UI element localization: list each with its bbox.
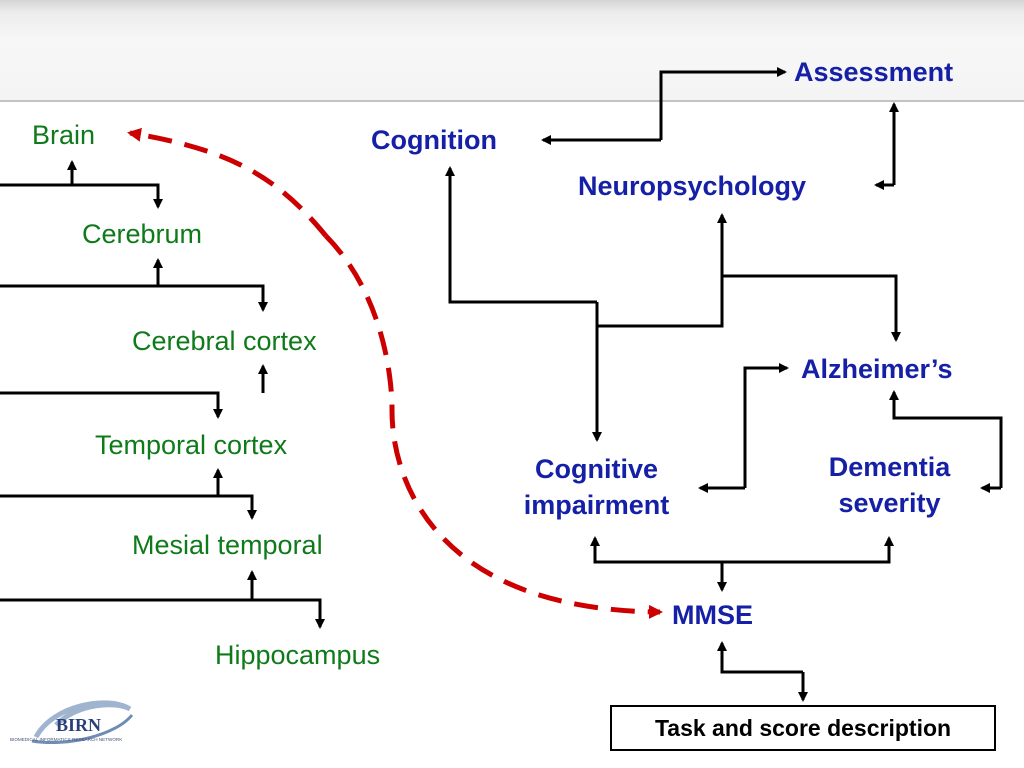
- temporal-cortex-label: Temporal cortex: [95, 430, 288, 460]
- red-dashed-arc-top: [127, 127, 328, 238]
- logo-name: BIRN: [56, 715, 101, 735]
- alzheimers-label: Alzheimer’s: [801, 354, 953, 384]
- mmse-task-link: [717, 641, 803, 674]
- task-description-box: Task and score description: [610, 705, 996, 751]
- dementia-severity-line2: severity: [838, 487, 941, 518]
- mmse-impairment-link: [590, 536, 722, 564]
- dementia-alz-link: [889, 390, 1003, 488]
- assessment-label: Assessment: [794, 57, 954, 87]
- mesial-temporal-label: Mesial temporal: [132, 530, 323, 560]
- header-band: [0, 0, 1024, 102]
- mmse-dementia-link: [722, 536, 894, 564]
- temporal-cortex-level-line: [0, 494, 257, 520]
- impairment-alz-link: [743, 363, 789, 488]
- cognition-label: Cognition: [371, 125, 497, 155]
- cerebrum-label: Cerebrum: [82, 219, 203, 249]
- red-dashed-arc: [324, 234, 663, 619]
- cognitive-impairment-label: Cognitive impairment: [504, 454, 689, 520]
- dementia-severity-line1: Dementia: [828, 452, 951, 482]
- hippocampus-label: Hippocampus: [215, 640, 381, 670]
- cerebral-cortex-level-line: [0, 391, 223, 419]
- task-description-label: Task and score description: [654, 714, 952, 741]
- dementia-severity-label: Dementia severity: [812, 452, 967, 518]
- cognitive-impairment-line1: Cognitive: [534, 454, 658, 484]
- cerebral-cortex-label: Cerebral cortex: [132, 326, 317, 356]
- cognition-branch: [445, 166, 597, 304]
- mmse-label: MMSE: [672, 600, 753, 630]
- logo-tagline: BIOMEDICAL INFORMATICS RESEARCH NETWORK: [10, 737, 123, 742]
- swoosh-logo-icon: BIRN BIOMEDICAL INFORMATICS RESEARCH NET…: [10, 700, 134, 745]
- cognition-assessment-link: [659, 67, 787, 140]
- cognitive-impairment-line2: impairment: [523, 489, 670, 520]
- neuropsych-branch: [597, 213, 727, 328]
- alzheimers-branch: [722, 274, 901, 342]
- birn-logo: BIRN BIOMEDICAL INFORMATICS RESEARCH NET…: [8, 695, 148, 755]
- cerebrum-level-line: [0, 284, 268, 312]
- brain-label: Brain: [32, 120, 96, 150]
- mesial-temporal-level-line: [0, 598, 325, 629]
- neuropsychology-label: Neuropsychology: [578, 171, 807, 201]
- brain-level-line: [0, 183, 163, 209]
